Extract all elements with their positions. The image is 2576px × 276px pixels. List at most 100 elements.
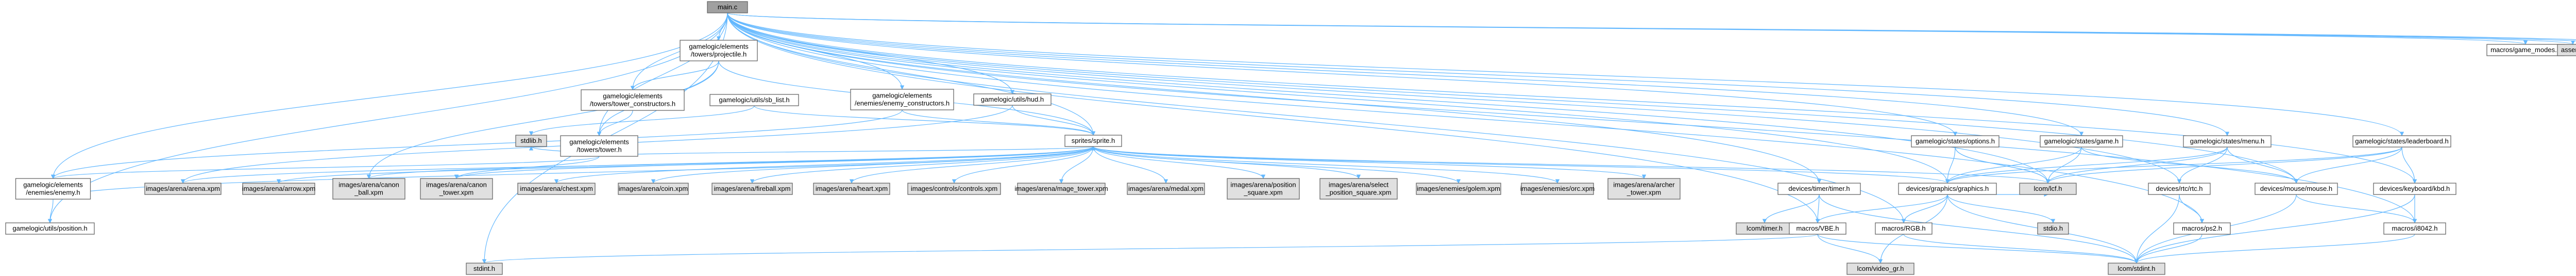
node-assert[interactable]: assert.h bbox=[2557, 44, 2576, 56]
edge-ec-to-ge bbox=[50, 109, 903, 179]
node-label: _tower.xpm bbox=[439, 189, 473, 197]
node-ps2[interactable]: macros/ps2.h bbox=[2173, 222, 2231, 235]
node-ec[interactable]: gamelogic/elements/enemies/enemy_constru… bbox=[850, 89, 954, 110]
node-i14[interactable]: images/enemies/orc.xpm bbox=[1520, 183, 1595, 195]
node-label: lcom/stdint.h bbox=[2118, 265, 2156, 272]
node-menu[interactable]: gamelogic/states/menu.h bbox=[2183, 135, 2272, 148]
edge-rgb-to-stdint2 bbox=[1903, 234, 2139, 264]
node-box bbox=[1319, 178, 1398, 200]
node-main[interactable]: main.c bbox=[707, 1, 748, 13]
node-box bbox=[2037, 222, 2069, 235]
node-gfx[interactable]: devices/graphics/graphics.h bbox=[1898, 183, 1997, 195]
node-box bbox=[1898, 183, 1997, 195]
node-i5[interactable]: images/arena/coin.xpm bbox=[618, 183, 689, 195]
edge-ll-to-spr bbox=[754, 105, 1096, 136]
node-label: /towers/projectile.h bbox=[691, 51, 747, 58]
node-box bbox=[707, 1, 748, 13]
node-stdlib[interactable]: stdlib.h bbox=[515, 135, 547, 147]
edge-spr-to-i6 bbox=[750, 146, 1094, 184]
node-box bbox=[1064, 135, 1122, 147]
node-modes[interactable]: macros/game_modes.h bbox=[2486, 44, 2565, 56]
node-label: lcom/lcf.h bbox=[2034, 185, 2062, 192]
node-label: gamelogic/states/leaderboard.h bbox=[2355, 137, 2448, 145]
node-vbe[interactable]: macros/VBE.h bbox=[1789, 222, 1846, 235]
node-i9[interactable]: images/arena/mage_tower.xpm bbox=[1014, 183, 1108, 195]
edge-rtc-to-ps2 bbox=[2179, 194, 2205, 223]
node-i3[interactable]: images/arena/canon_tower.xpm bbox=[420, 178, 493, 200]
node-gp[interactable]: gamelogic/elements/towers/projectile.h bbox=[680, 40, 758, 61]
node-ltimer[interactable]: lcom/timer.h bbox=[1736, 222, 1793, 235]
node-ll[interactable]: gamelogic/utils/sb_list.h bbox=[709, 94, 799, 106]
node-box bbox=[2173, 222, 2231, 235]
edge-menu-to-lcom bbox=[2045, 147, 2228, 184]
node-i0[interactable]: images/arena/arena.xpm bbox=[144, 183, 222, 195]
node-i4[interactable]: images/arena/chest.xpm bbox=[517, 183, 596, 195]
node-box bbox=[2255, 183, 2338, 195]
node-stdio[interactable]: stdio.h bbox=[2037, 222, 2069, 235]
node-box bbox=[711, 183, 793, 195]
node-box bbox=[1521, 183, 1594, 195]
node-lb[interactable]: gamelogic/states/leaderboard.h bbox=[2352, 135, 2451, 148]
node-pos[interactable]: gamelogic/utils/position.h bbox=[5, 222, 95, 235]
node-vgr[interactable]: lcom/video_gr.h bbox=[1846, 263, 1914, 275]
node-i13[interactable]: images/enemies/golem.xpm bbox=[1416, 183, 1501, 195]
node-i2[interactable]: images/arena/canon_ball.xpm bbox=[332, 178, 405, 200]
node-label: devices/rtc/rtc.h bbox=[2156, 185, 2202, 192]
node-label: images/arena/arena.xpm bbox=[146, 185, 220, 192]
node-i12[interactable]: images/arena/select_position_square.xpm bbox=[1319, 178, 1398, 200]
node-label: stdlib.h bbox=[520, 137, 541, 144]
node-i10[interactable]: images/arena/medal.xpm bbox=[1127, 183, 1205, 195]
node-label: _tower.xpm bbox=[1626, 189, 1661, 197]
node-i8042[interactable]: macros/i8042.h bbox=[2383, 222, 2446, 235]
node-tc[interactable]: gamelogic/elements/towers/tower_construc… bbox=[581, 89, 685, 111]
edge-main-to-lcom bbox=[727, 12, 2050, 184]
node-label: gamelogic/utils/hud.h bbox=[981, 95, 1044, 103]
node-timer[interactable]: devices/timer/timer.h bbox=[1777, 183, 1861, 195]
node-i1[interactable]: images/arena/arrow.xpm bbox=[242, 183, 315, 195]
node-opt[interactable]: gamelogic/states/options.h bbox=[1911, 135, 1999, 148]
edge-spr-to-i8 bbox=[952, 146, 1094, 184]
node-lcom[interactable]: lcom/lcf.h bbox=[2019, 183, 2077, 195]
node-label: lcom/video_gr.h bbox=[1857, 265, 1904, 272]
edge-game-to-mouse bbox=[2081, 147, 2299, 184]
node-box bbox=[1227, 178, 1300, 200]
node-box bbox=[973, 93, 1052, 106]
node-label: /enemies/enemy.h bbox=[26, 189, 80, 197]
edge-rtc-to-stdint2 bbox=[2134, 194, 2180, 264]
node-i7[interactable]: images/arena/heart.xpm bbox=[813, 183, 890, 195]
node-kbd[interactable]: devices/keyboard/kbd.h bbox=[2373, 183, 2456, 195]
node-hud[interactable]: gamelogic/utils/hud.h bbox=[973, 93, 1052, 106]
node-gt[interactable]: gamelogic/elements/towers/tower.h bbox=[560, 135, 638, 157]
node-box bbox=[2373, 183, 2456, 195]
node-stdint2[interactable]: lcom/stdint.h bbox=[2108, 263, 2165, 275]
node-rgb[interactable]: macros/RGB.h bbox=[1875, 222, 1933, 235]
node-i8[interactable]: images/controls/controls.xpm bbox=[907, 183, 1001, 195]
node-box bbox=[332, 178, 405, 200]
node-label: images/arena/position bbox=[1230, 181, 1296, 189]
node-game[interactable]: gamelogic/states/game.h bbox=[2040, 135, 2123, 148]
node-box bbox=[813, 183, 890, 195]
node-i6[interactable]: images/arena/fireball.xpm bbox=[711, 183, 793, 195]
edge-ec-to-spr bbox=[902, 109, 1096, 136]
node-box bbox=[1416, 183, 1501, 195]
edge-spr-to-i14 bbox=[1093, 146, 1560, 184]
node-i15[interactable]: images/arena/archer_tower.xpm bbox=[1607, 178, 1681, 200]
node-box bbox=[907, 183, 1001, 195]
edge-spr-to-i9 bbox=[1059, 146, 1094, 184]
node-ge[interactable]: gamelogic/elements/enemies/enemy.h bbox=[15, 178, 91, 200]
node-label: lcom/timer.h bbox=[1747, 224, 1783, 232]
edge-gfx-to-stdio bbox=[1947, 194, 2056, 223]
edge-gt-to-ge bbox=[51, 156, 600, 179]
node-box bbox=[5, 222, 95, 235]
edge-vbe-to-vgr bbox=[1817, 234, 1883, 264]
node-box bbox=[466, 263, 503, 275]
node-spr[interactable]: sprites/sprite.h bbox=[1064, 135, 1122, 147]
edge-vbe-to-stdint2 bbox=[1817, 234, 2139, 264]
node-stdint[interactable]: stdint.h bbox=[466, 263, 503, 275]
node-rtc[interactable]: devices/rtc/rtc.h bbox=[2148, 183, 2211, 195]
node-label: devices/mouse/mouse.h bbox=[2260, 185, 2332, 192]
node-box bbox=[1789, 222, 1846, 235]
node-i11[interactable]: images/arena/position_square.xpm bbox=[1227, 178, 1300, 200]
node-mouse[interactable]: devices/mouse/mouse.h bbox=[2255, 183, 2338, 195]
